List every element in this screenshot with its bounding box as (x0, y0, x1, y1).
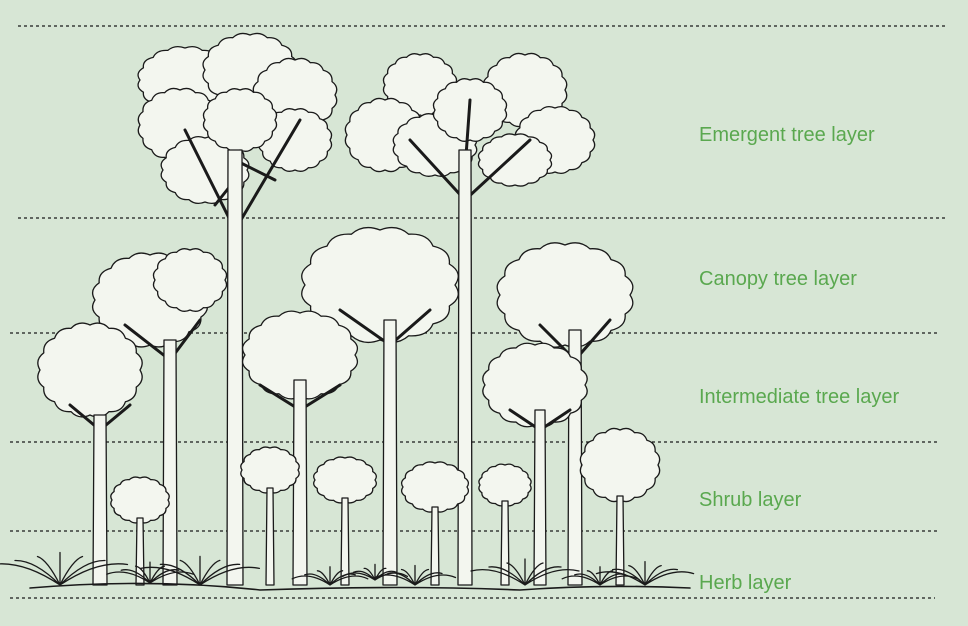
tree-crown (580, 428, 659, 501)
tree-crown (314, 457, 377, 503)
label-herb-layer: Herb layer (699, 572, 791, 595)
tree-trunk (163, 340, 177, 585)
herb-plant (596, 562, 693, 585)
tree-trunk (341, 498, 349, 585)
tree-crown (497, 243, 633, 347)
tree-trunk (227, 150, 243, 585)
tree-trunk (534, 410, 546, 585)
tree-crown (241, 447, 299, 493)
tree-trunk (383, 320, 397, 585)
ground-line (30, 583, 690, 590)
label-emergent-tree-layer: Emergent tree layer (699, 124, 875, 147)
tree-trunk (458, 150, 472, 585)
tree-trunk (93, 415, 107, 585)
tree-trunk (501, 501, 509, 585)
tree-trunk (616, 496, 624, 585)
tree-crown (111, 477, 169, 523)
tree-trunk (266, 488, 274, 585)
label-shrub-layer: Shrub layer (699, 489, 801, 512)
label-intermediate-tree-layer: Intermediate tree layer (699, 386, 899, 409)
herb-plant (0, 553, 128, 586)
herb-plant (107, 562, 193, 583)
tree-crown (479, 464, 531, 506)
herb-plant (471, 559, 579, 585)
label-canopy-tree-layer: Canopy tree layer (699, 268, 857, 291)
